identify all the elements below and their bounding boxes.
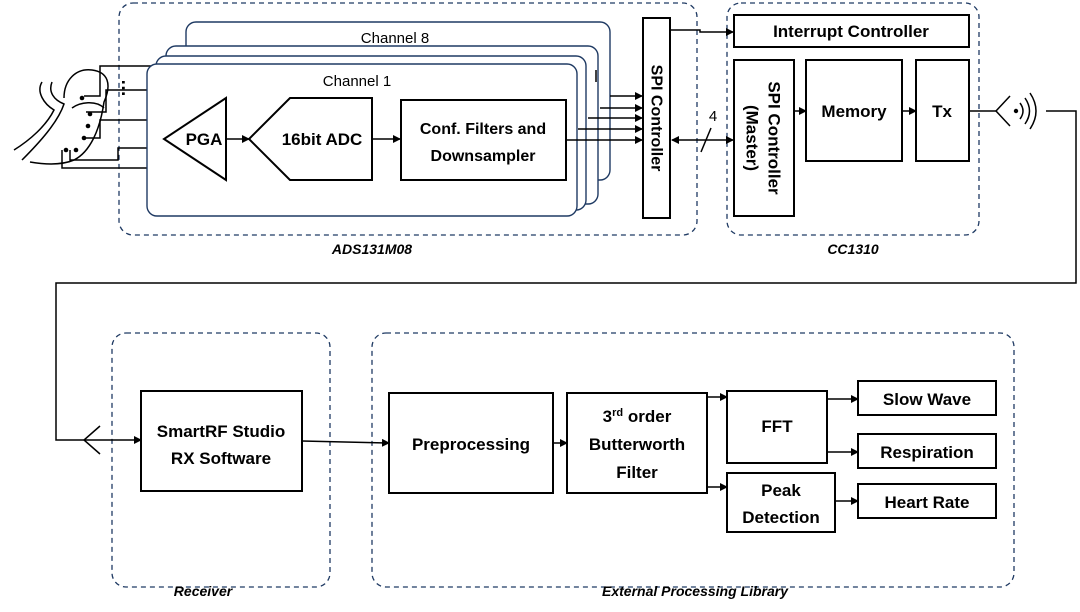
interrupt-controller-label: Interrupt Controller <box>773 22 929 41</box>
tx-label: Tx <box>932 102 952 121</box>
spi-controller-block <box>642 17 671 219</box>
preprocessing-label: Preprocessing <box>412 435 530 454</box>
smartrf-label-line1: SmartRF Studio <box>157 422 285 441</box>
channel-to-spi-links <box>566 92 643 144</box>
external-processing-label: External Processing Library <box>602 583 789 599</box>
adc-label: 16bit ADC <box>282 130 363 149</box>
filters-downsampler-block <box>400 99 567 181</box>
external-processing-group <box>371 332 1015 588</box>
spi-master-label-line1: SPI Controller <box>765 81 784 195</box>
spi-master-label-line2: (Master) <box>743 105 762 171</box>
slow-wave-label: Slow Wave <box>883 390 971 409</box>
ads131m08-group <box>118 2 698 236</box>
cc1310-label: CC1310 <box>827 241 879 257</box>
spi-master-block <box>733 59 795 217</box>
smartrf-studio-block <box>140 390 303 492</box>
interrupt-controller-block <box>733 14 970 48</box>
slow-wave-block <box>857 380 997 416</box>
memory-label: Memory <box>821 102 887 121</box>
peak-detection-block <box>726 472 836 533</box>
receiver-label: Receiver <box>174 583 234 599</box>
channel-8-label: Channel 8 <box>361 30 429 47</box>
channel-1-label: Channel 1 <box>323 73 391 90</box>
butterworth-filter-block <box>566 392 708 494</box>
heart-rate-label: Heart Rate <box>884 493 969 512</box>
channel-ellipsis: … <box>118 79 138 97</box>
ads131m08-label: ADS131M08 <box>331 241 412 257</box>
cc1310-group <box>726 2 980 236</box>
fft-block <box>726 390 828 464</box>
butterworth-label-line2: Butterworth <box>589 435 685 454</box>
tx-block <box>915 59 970 162</box>
stomach-icon <box>13 69 109 165</box>
peak-label-line1: Peak <box>761 481 801 500</box>
wireless-link-path <box>55 110 1077 441</box>
filters-label-line1: Conf. Filters and <box>420 121 546 138</box>
spi-controller-label: SPI Controller <box>648 65 665 172</box>
respiration-block <box>857 433 997 469</box>
adc-block <box>247 97 373 181</box>
pga-label: PGA <box>186 130 223 149</box>
filters-label-line2: Downsampler <box>431 148 536 165</box>
receiver-group <box>111 332 331 588</box>
butterworth-order-suffix: rd <box>612 407 623 419</box>
transmit-antenna-icon <box>994 92 1037 130</box>
respiration-label: Respiration <box>880 443 974 462</box>
electrode-leads <box>61 65 186 169</box>
butterworth-order: 3 <box>603 407 612 426</box>
butterworth-label-line1: 3rd order <box>603 407 672 426</box>
heart-rate-block <box>857 483 997 519</box>
fft-label: FFT <box>761 417 793 436</box>
smartrf-label-line2: RX Software <box>171 449 271 468</box>
memory-block <box>805 59 903 162</box>
bus-width-label: 4 <box>709 108 717 125</box>
peak-label-line2: Detection <box>742 508 819 527</box>
butterworth-order-word: order <box>623 407 672 426</box>
butterworth-label-line3: Filter <box>616 463 658 482</box>
